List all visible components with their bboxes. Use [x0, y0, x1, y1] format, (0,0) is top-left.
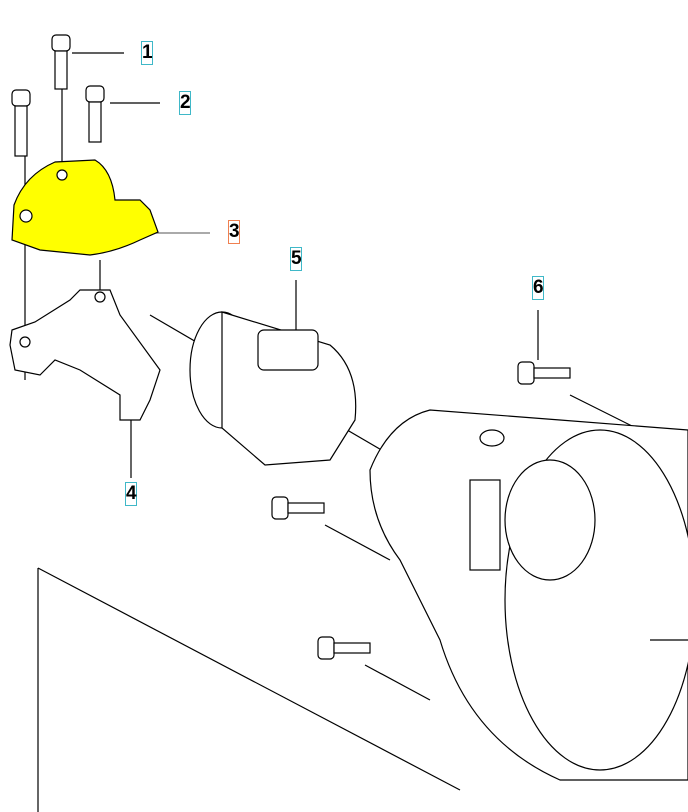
screw-part-left [11, 89, 31, 157]
sleeve-part-5 [189, 311, 357, 466]
screw-part-1 [51, 34, 71, 90]
callout-2[interactable]: 2 [179, 91, 191, 115]
screw-part-low [317, 636, 371, 660]
clamp-base-part-4 [9, 289, 161, 421]
callout-6[interactable]: 6 [532, 276, 544, 300]
callout-1[interactable]: 1 [141, 41, 153, 65]
screw-part-mid [271, 496, 325, 520]
callout-4[interactable]: 4 [125, 482, 137, 506]
screw-part-2 [85, 85, 105, 143]
clamp-cap-part-3 [11, 159, 159, 256]
callout-5[interactable]: 5 [290, 247, 302, 271]
callout-3[interactable]: 3 [228, 220, 240, 244]
screw-part-6 [517, 361, 571, 385]
gear-housing [369, 409, 688, 781]
leader-lines [24, 52, 641, 812]
